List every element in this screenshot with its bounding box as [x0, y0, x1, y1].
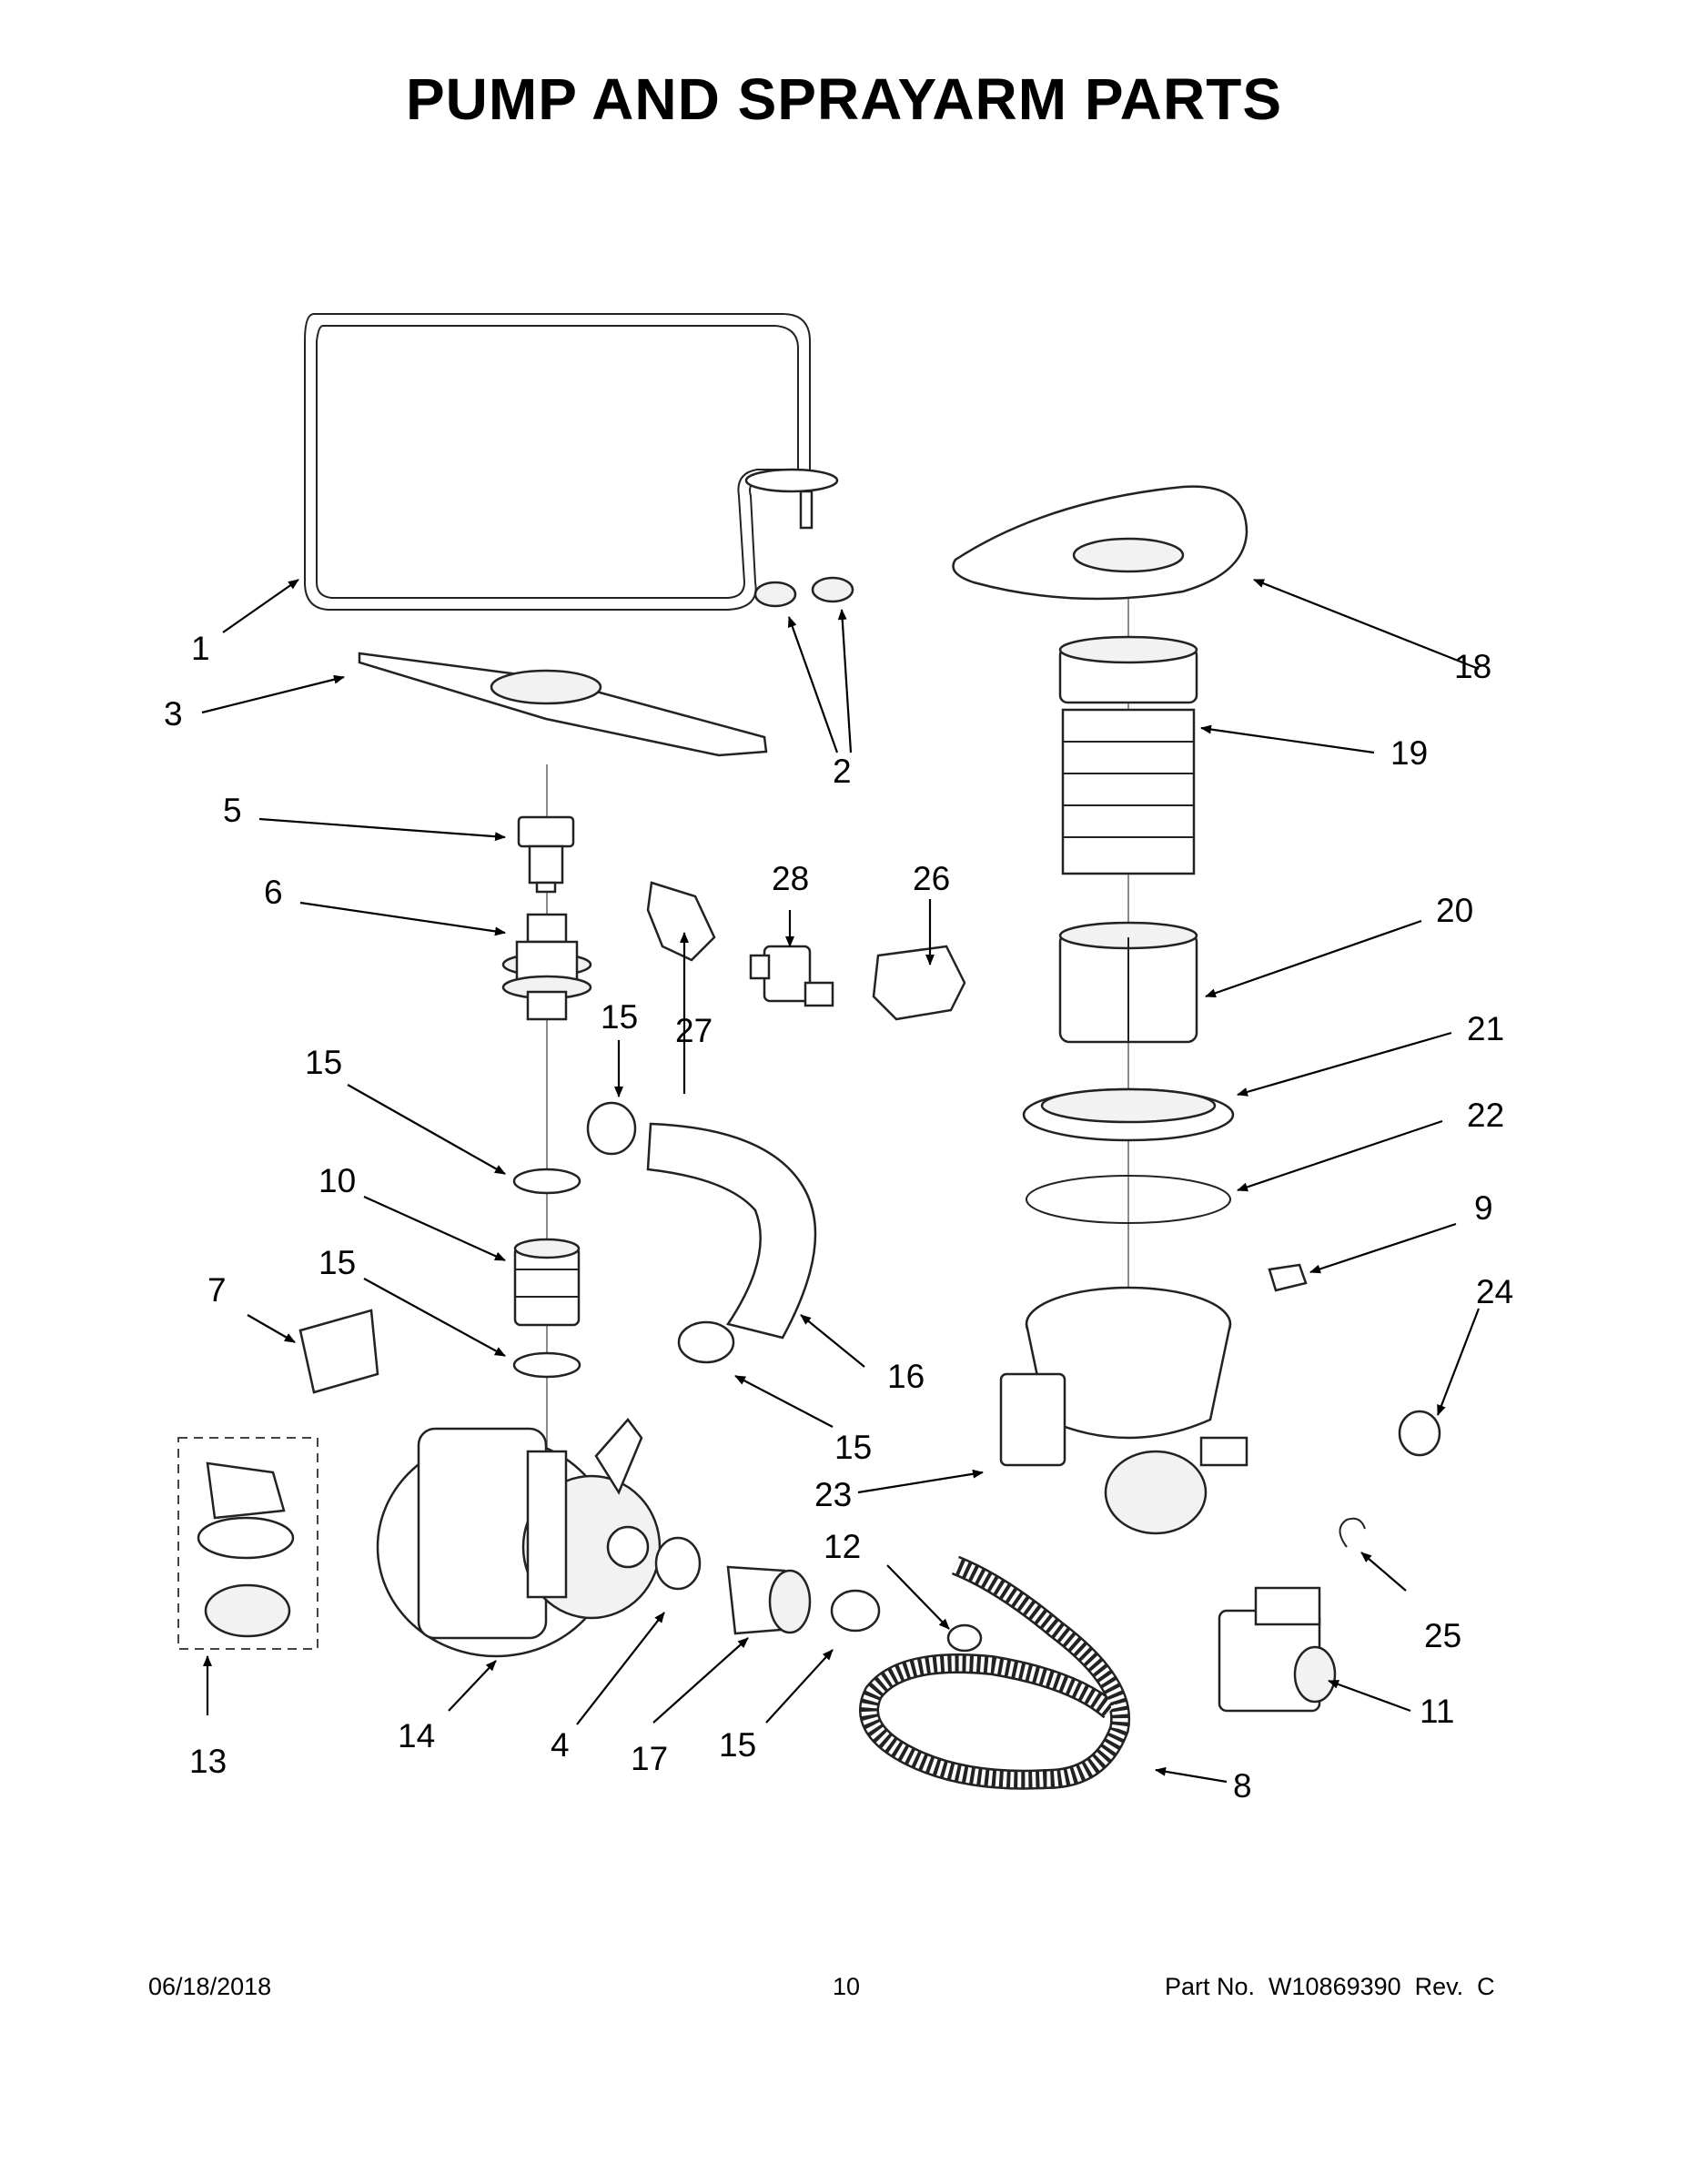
callout-25: 25: [1424, 1617, 1461, 1654]
callout-24: 24: [1476, 1273, 1513, 1310]
part-16-hose: [646, 1122, 817, 1340]
part-20-fine-filter: [1058, 921, 1198, 1044]
callout-6: 6: [264, 874, 283, 911]
part-12-clamp: [946, 1623, 983, 1653]
callout-17: 17: [631, 1740, 668, 1777]
leader-lines: [201, 578, 1481, 1784]
callout-15b: 15: [305, 1044, 342, 1081]
part-5-arm-mount: [517, 815, 575, 894]
callout-16: 16: [887, 1358, 925, 1395]
callout-labels: 1 2 3 4 5 6 7 8 9 10 11 12 13 14 15 15 1…: [164, 630, 1513, 1805]
part-2-caps: [753, 576, 854, 608]
callout-21: 21: [1467, 1010, 1504, 1047]
callout-20: 20: [1436, 892, 1473, 929]
part-26-diverter-motor: [872, 945, 966, 1021]
callout-18: 18: [1454, 648, 1491, 685]
part-28-diverter-valve: [749, 945, 834, 1007]
part-14-pump-motor: [376, 1418, 662, 1658]
callout-3: 3: [164, 695, 183, 733]
callout-15e: 15: [719, 1726, 756, 1764]
part-19-coarse-filter: [1058, 635, 1198, 875]
callout-4: 4: [551, 1726, 570, 1764]
callout-27: 27: [675, 1012, 713, 1049]
callout-10: 10: [318, 1162, 356, 1199]
callout-11: 11: [1420, 1693, 1454, 1730]
callout-26: 26: [913, 860, 950, 897]
callout-12: 12: [824, 1528, 861, 1565]
callout-22: 22: [1467, 1097, 1504, 1134]
part-8-drain-hose: [859, 1555, 1131, 1790]
callout-8: 8: [1233, 1767, 1252, 1805]
callout-7: 7: [207, 1271, 227, 1309]
part-9-clip: [1268, 1263, 1308, 1292]
part-23-sump: [999, 1286, 1248, 1535]
part-18-filter-cover: [952, 485, 1248, 601]
part-27-fitting: [646, 881, 716, 962]
part-11-drain-pump: [1218, 1586, 1337, 1713]
part-7-bracket: [298, 1309, 379, 1394]
callout-19: 19: [1390, 734, 1428, 772]
footer-part-number: Part No. W10869390 Rev. C: [1165, 1973, 1495, 2000]
part-10-coupler: [513, 1238, 581, 1327]
callout-15a: 15: [601, 998, 638, 1036]
callout-5: 5: [223, 792, 242, 829]
callout-15d: 15: [834, 1429, 872, 1466]
part-6-manifold-adapter: [501, 913, 592, 1021]
callout-23: 23: [814, 1476, 852, 1513]
callout-28: 28: [772, 860, 809, 897]
part-22-gasket: [1026, 1175, 1231, 1224]
part-24-cap: [1398, 1410, 1441, 1457]
footer-page-number: 10: [833, 1973, 861, 2000]
part-3-spray-arm: [358, 652, 768, 757]
callout-9: 9: [1474, 1189, 1493, 1227]
callout-1: 1: [191, 630, 210, 667]
callout-2: 2: [833, 753, 852, 790]
callout-13: 13: [189, 1743, 227, 1780]
part-13-kit: [177, 1437, 318, 1650]
part-1-spray-tube: [304, 313, 839, 611]
part-21-filter-ring: [1022, 1087, 1235, 1142]
callout-14: 14: [398, 1717, 435, 1754]
part-17-hose-connector: [726, 1565, 812, 1635]
part-25-clip-ring: [1339, 1517, 1366, 1548]
part-15-hose-clamps: [512, 1101, 881, 1633]
footer-date: 06/18/2018: [148, 1973, 272, 2000]
callout-15c: 15: [318, 1244, 356, 1281]
page-title: PUMP AND SPRAYARM PARTS: [405, 66, 1283, 132]
part-4-clamp: [654, 1536, 702, 1591]
